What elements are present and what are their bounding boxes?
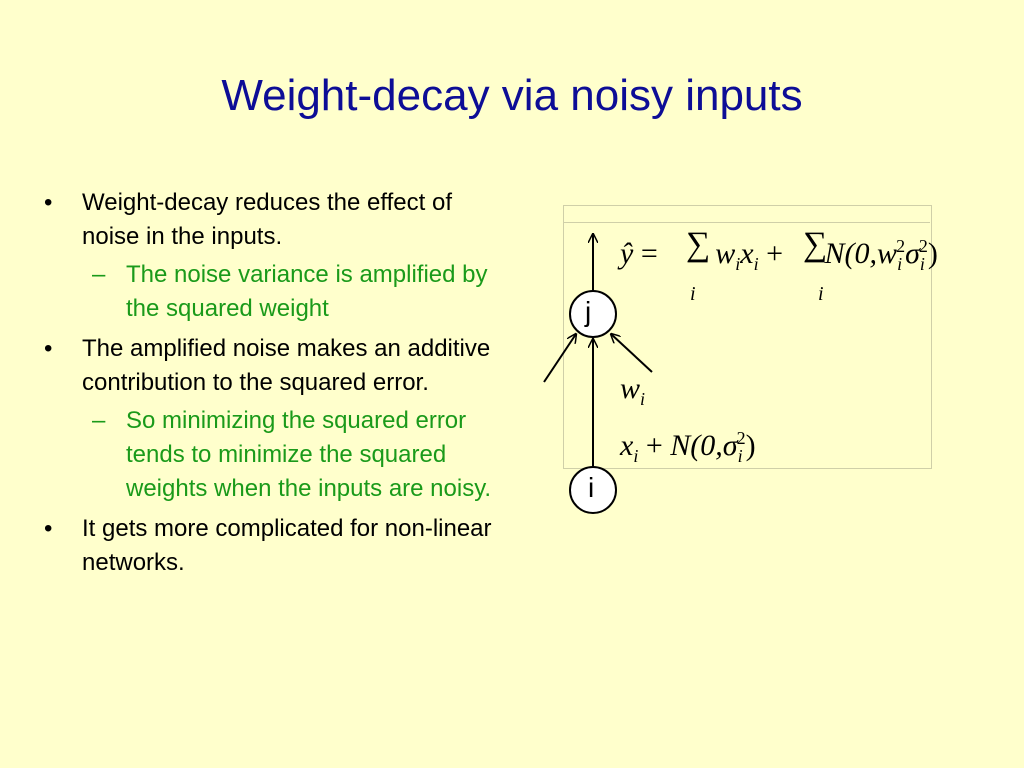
weight-label: wi (620, 372, 645, 410)
w-term: w (715, 237, 736, 270)
input-plus: + (645, 429, 663, 462)
plus-sign: + (766, 237, 784, 270)
sub-bullet-2-text: So minimizing the squared error tends to… (126, 407, 492, 502)
sum-symbol-1: ∑ (686, 226, 711, 263)
bullet-marker: • (44, 189, 53, 216)
sum-index-1: i (690, 283, 696, 305)
x-term: x (740, 237, 754, 270)
noise-w-sub: i (897, 254, 903, 274)
equals-sign: = (640, 237, 658, 270)
frame-divider (563, 222, 930, 223)
sub-bullet-2: – So minimizing the squared error tends … (40, 404, 510, 506)
sigma-sub: i (919, 254, 925, 274)
input-close: ) (745, 429, 756, 462)
output-equation: ŷ = wixi + N(0,wi2σi2) (620, 226, 938, 284)
bullet-marker: • (44, 515, 53, 542)
bullet-2: • The amplified noise makes an additive … (40, 332, 510, 400)
input-label: xi + N(0,σi2) (620, 428, 756, 467)
sum-symbol-2: ∑ (803, 226, 828, 263)
noise-w: w (877, 237, 898, 270)
node-j-label: j (585, 296, 592, 327)
close-paren: ) (927, 237, 938, 270)
bullet-2-text: The amplified noise makes an additive co… (82, 335, 491, 396)
input-noise: N(0, (670, 429, 723, 462)
noise-w-sup: 2 (896, 236, 906, 256)
node-j (569, 290, 617, 338)
node-i-label: i (588, 472, 595, 503)
sub-bullet-1: – The noise variance is amplified by the… (40, 258, 510, 326)
y-hat: ŷ (620, 237, 634, 270)
x-sub: i (753, 254, 759, 274)
noise-sigma: σ (905, 237, 920, 270)
weight-sub: i (640, 389, 646, 409)
sub-bullet-marker: – (92, 407, 106, 434)
incoming-arrow-left (543, 334, 576, 383)
w-sub: i (735, 254, 741, 274)
input-sigma: σ (722, 429, 738, 462)
equation-frame (563, 205, 932, 469)
incoming-arrow-right (611, 334, 653, 373)
bullet-list: • Weight-decay reduces the effect of noi… (40, 186, 510, 580)
bullet-marker: • (44, 335, 53, 362)
sub-bullet-marker: – (92, 261, 106, 288)
bullet-1-text: Weight-decay reduces the effect of noise… (82, 189, 452, 250)
slide-title: Weight-decay via noisy inputs (221, 71, 803, 120)
node-i (569, 466, 617, 514)
bullet-1: • Weight-decay reduces the effect of noi… (40, 186, 510, 254)
input-sub: i (633, 446, 639, 466)
sum-index-2: i (818, 283, 824, 305)
input-sigma-sub: i (737, 446, 743, 466)
bullet-3-text: It gets more complicated for non-linear … (82, 515, 492, 576)
sigma-sup: 2 (918, 236, 928, 256)
bullet-3: • It gets more complicated for non-linea… (40, 512, 510, 580)
weight-w: w (620, 372, 641, 405)
noise-term: N(0, (824, 237, 878, 270)
input-x: x (620, 429, 634, 462)
input-sigma-sup: 2 (736, 428, 746, 448)
sub-bullet-1-text: The noise variance is amplified by the s… (126, 261, 488, 322)
